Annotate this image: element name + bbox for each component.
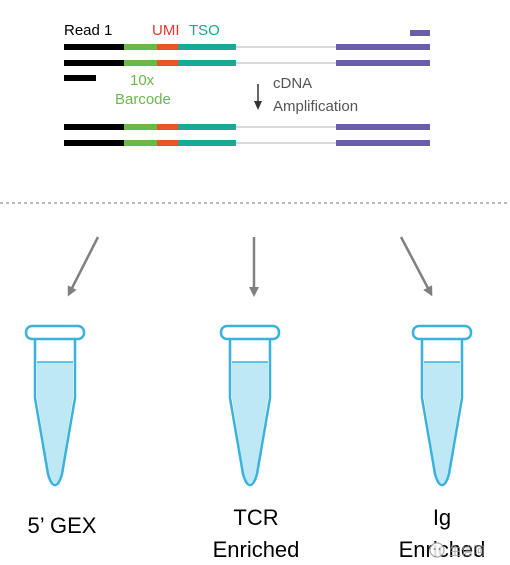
insert-segment (236, 126, 336, 128)
tube-cap (411, 324, 473, 341)
amplification-label-line1: cDNA (273, 75, 312, 92)
tso-label: TSO (189, 22, 220, 39)
umi-segment (157, 44, 178, 50)
barcode-segment (124, 60, 157, 66)
tube-5-gex (24, 324, 86, 487)
tso-segment (178, 60, 236, 66)
amplification-label-line2: Amplification (273, 98, 358, 115)
watermark-text: 生信阿 (449, 544, 485, 558)
insert-segment (236, 142, 336, 144)
reverse-primer (410, 30, 430, 36)
umi-label: UMI (152, 22, 180, 39)
tube-label-ig-line1: Ig (433, 505, 451, 530)
umi-segment (157, 140, 178, 146)
tube-body-fill (232, 362, 268, 483)
polyt-segment (336, 124, 430, 130)
read1-segment (64, 44, 124, 50)
tube-body-fill (424, 362, 460, 483)
tube-body (33, 339, 77, 487)
umi-segment (157, 124, 178, 130)
watermark: 生信阿 (429, 542, 485, 558)
umi-segment (157, 60, 178, 66)
insert-segment (236, 46, 336, 48)
cdna-construct-top (64, 30, 430, 81)
insert-segment (236, 62, 336, 64)
tso-segment (178, 124, 236, 130)
split-arrow-right (399, 236, 433, 297)
split-arrow-left (67, 236, 100, 297)
tube-body (228, 339, 272, 487)
tso-segment (178, 140, 236, 146)
tso-segment (178, 44, 236, 50)
cdna-construct-amplified (64, 124, 430, 146)
polyt-segment (336, 140, 430, 146)
tube-tcr-enriched (219, 324, 281, 487)
barcode-segment (124, 140, 157, 146)
read1-segment (64, 124, 124, 130)
tube-ig-enriched (411, 324, 473, 487)
tube-body (420, 339, 464, 487)
read1-label: Read 1 (64, 22, 112, 39)
read1-primer (64, 75, 96, 81)
amplification-arrow (254, 84, 262, 110)
polyt-segment (336, 44, 430, 50)
tube-label-tcr-line1: TCR (233, 505, 278, 530)
polyt-segment (336, 60, 430, 66)
tube-label-tcr-line2: Enriched (213, 537, 300, 562)
read1-segment (64, 140, 124, 146)
wechat-icon (429, 542, 445, 558)
barcode-label-line1: 10x (130, 72, 155, 89)
tube-cap (219, 324, 281, 341)
tube-cap (24, 324, 86, 341)
tube-body-fill (37, 362, 73, 483)
tube-label-gex: 5’ GEX (28, 513, 97, 538)
barcode-label-line2: Barcode (115, 91, 171, 108)
barcode-segment (124, 124, 157, 130)
barcode-segment (124, 44, 157, 50)
read1-segment (64, 60, 124, 66)
